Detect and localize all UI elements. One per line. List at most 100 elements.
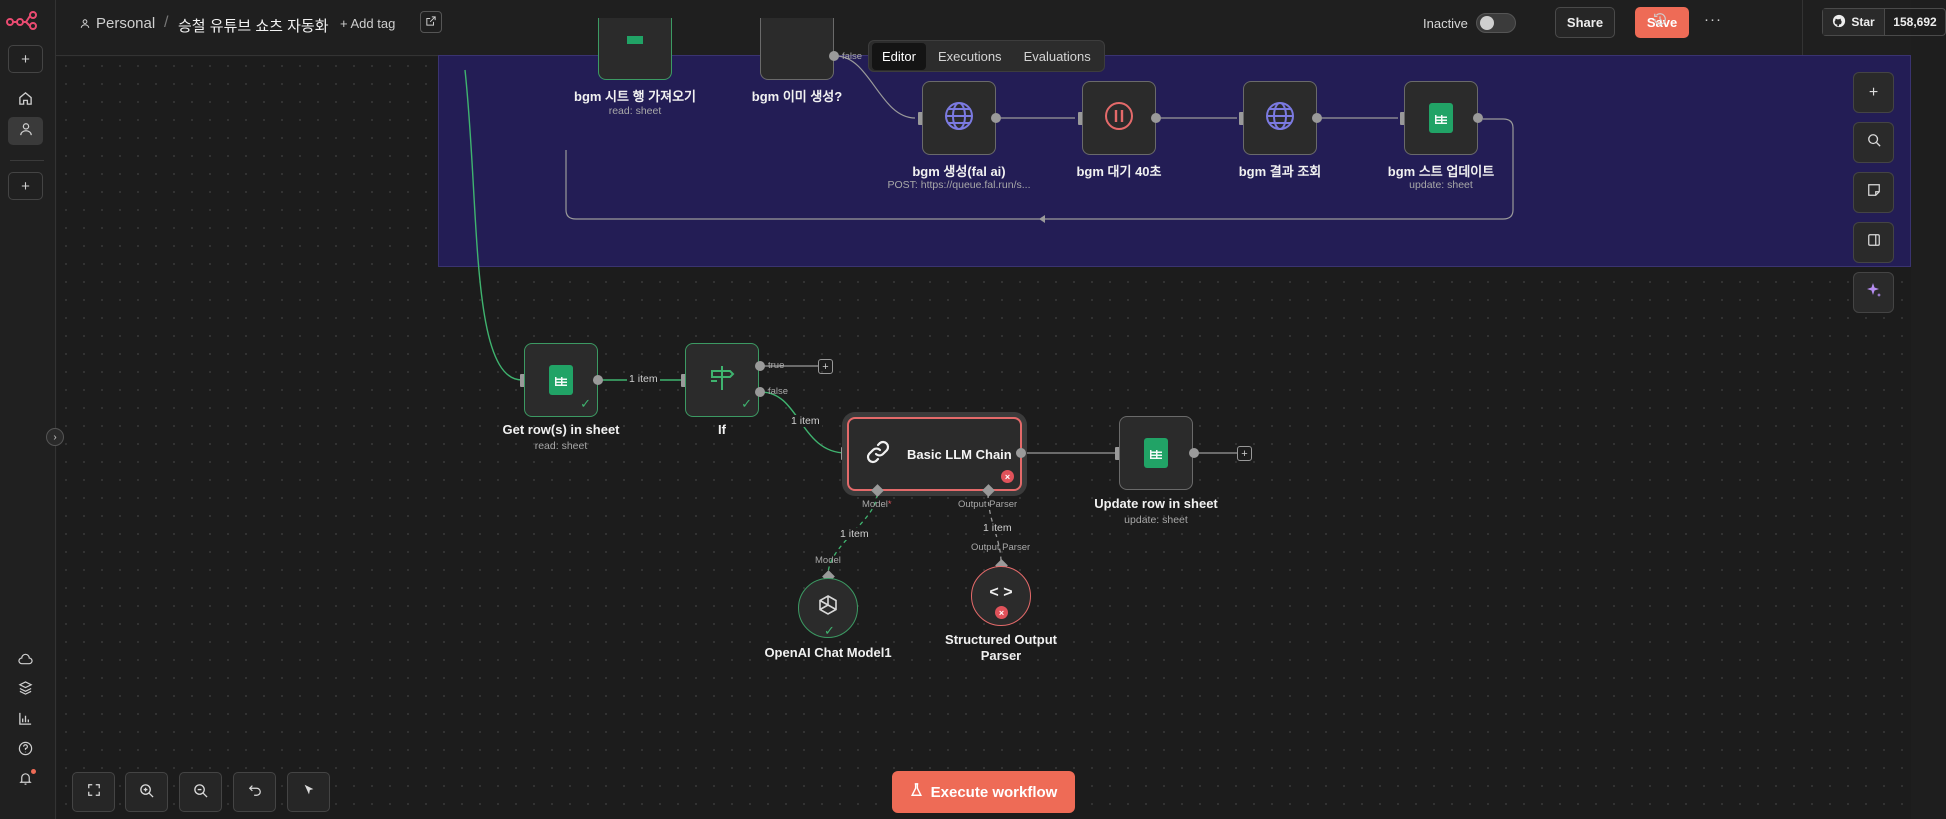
node-label: bgm 스트 업데이트 <box>1387 164 1495 179</box>
code-icon: < > <box>989 584 1013 601</box>
chevron-right-icon: › <box>53 431 57 443</box>
node-basic-llm-chain[interactable]: Basic LLM Chain × <box>847 417 1022 491</box>
github-star-count: 158,692 <box>1893 15 1937 29</box>
more-icon[interactable]: ··· <box>1704 11 1722 28</box>
undo-icon <box>248 783 262 801</box>
node-if[interactable]: ✓ <box>685 343 759 417</box>
input-handle[interactable] <box>1078 112 1084 125</box>
node-subtitle: read: sheet <box>608 105 662 117</box>
cloud-icon <box>18 652 33 669</box>
success-check-icon: ✓ <box>824 623 835 638</box>
insights-nav[interactable] <box>8 706 43 734</box>
add-node-button[interactable]: + <box>818 359 833 374</box>
tab-evaluations[interactable]: Evaluations <box>1023 48 1091 64</box>
input-handle[interactable] <box>1400 112 1406 125</box>
input-handle[interactable] <box>918 112 924 125</box>
ai-assistant-button[interactable] <box>1853 272 1894 313</box>
bell-icon <box>18 768 36 790</box>
zoom-to-fit-button[interactable] <box>72 772 115 812</box>
success-check-icon: ✓ <box>580 396 591 411</box>
left-sidebar: + + <box>0 0 56 819</box>
add-tag-button[interactable]: + Add tag <box>340 16 396 31</box>
tidy-up-button[interactable] <box>287 772 330 812</box>
edit-description-button[interactable] <box>420 11 442 33</box>
node-bgm-sheet-update[interactable] <box>1404 81 1478 155</box>
input-handle[interactable] <box>1115 447 1121 460</box>
node-update-row[interactable] <box>1119 416 1193 490</box>
tab-executions[interactable]: Executions <box>937 48 1002 64</box>
node-bgm-result[interactable] <box>1243 81 1317 155</box>
input-handle[interactable] <box>841 447 847 460</box>
breadcrumb-separator: / <box>164 14 169 31</box>
history-icon[interactable] <box>1653 12 1667 30</box>
edge-item-count: 1 item <box>981 522 1014 534</box>
help-nav[interactable] <box>8 736 43 764</box>
add-sticky-button[interactable] <box>1853 172 1894 213</box>
input-handle[interactable] <box>681 374 687 387</box>
workflow-title[interactable]: 승철 유튜브 쇼츠 자동화 <box>178 18 329 35</box>
share-button[interactable]: Share <box>1555 7 1615 38</box>
output-handle[interactable] <box>593 375 603 385</box>
notifications-nav[interactable] <box>8 766 43 794</box>
toggle-panel-button[interactable] <box>1853 222 1894 263</box>
globe-icon <box>1264 100 1296 137</box>
node-get-rows[interactable]: ✓ <box>524 343 598 417</box>
expand-sidebar-button[interactable]: › <box>46 428 64 446</box>
openai-icon <box>815 593 841 624</box>
node-bgm-sheet-read[interactable] <box>598 18 672 80</box>
github-star-label: Star <box>1851 15 1875 29</box>
active-status-label: Inactive <box>1423 16 1468 31</box>
input-handle[interactable] <box>1239 112 1245 125</box>
zoom-out-button[interactable] <box>179 772 222 812</box>
node-bgm-wait[interactable] <box>1082 81 1156 155</box>
execute-workflow-button[interactable]: Execute workflow <box>892 771 1075 813</box>
add-node-panel-button[interactable]: + <box>1853 72 1894 113</box>
output-handle[interactable] <box>1473 113 1483 123</box>
personal-nav[interactable] <box>8 117 43 145</box>
node-label: Basic LLM Chain <box>907 446 1012 462</box>
n8n-logo-icon[interactable] <box>6 10 38 30</box>
output-handle[interactable] <box>991 113 1001 123</box>
output-handle[interactable] <box>1016 448 1026 458</box>
cloud-admin-nav[interactable] <box>8 646 43 674</box>
node-bgm-image-if[interactable] <box>760 18 834 80</box>
node-openai-chat-model[interactable]: ✓ <box>798 578 858 638</box>
breadcrumb-project[interactable]: Personal <box>96 15 156 32</box>
overview-nav[interactable] <box>8 86 43 114</box>
tab-editor[interactable]: Editor <box>872 42 926 70</box>
output-handle[interactable] <box>1189 448 1199 458</box>
output-handle[interactable] <box>1312 113 1322 123</box>
true-output-handle[interactable] <box>755 361 765 371</box>
github-star-button[interactable]: Star <box>1823 9 1885 35</box>
node-label: Structured Output <box>945 632 1057 647</box>
search-nodes-button[interactable] <box>1853 122 1894 163</box>
external-edit-icon <box>426 15 436 29</box>
error-icon: × <box>1001 470 1014 483</box>
active-toggle[interactable] <box>1476 13 1516 33</box>
node-label: OpenAI Chat Model1 <box>764 645 892 660</box>
templates-nav[interactable] <box>8 676 43 704</box>
node-structured-output-parser[interactable]: < > × <box>971 566 1031 626</box>
ai-sparkle-icon <box>1865 281 1883 304</box>
github-star-widget[interactable]: Star 158,692 <box>1822 8 1946 36</box>
model-connector-label: Model* <box>862 499 892 510</box>
plus-icon: + <box>1241 447 1248 460</box>
create-button[interactable]: + <box>8 45 43 73</box>
output-handle[interactable] <box>1151 113 1161 123</box>
add-node-button[interactable]: + <box>1237 446 1252 461</box>
add-project-button[interactable]: + <box>8 172 43 200</box>
output-handle[interactable] <box>829 51 839 61</box>
node-bgm-generate[interactable] <box>922 81 996 155</box>
false-output-handle[interactable] <box>755 387 765 397</box>
true-branch-label: true <box>768 360 785 371</box>
zoom-in-button[interactable] <box>125 772 168 812</box>
edge-item-count: 1 item <box>789 415 822 427</box>
templates-icon <box>18 680 33 700</box>
link-chain-icon <box>863 437 893 472</box>
node-subtitle: update: sheet <box>1409 179 1473 191</box>
false-branch-label: false <box>768 386 789 397</box>
input-handle[interactable] <box>520 374 526 387</box>
undo-button[interactable] <box>233 772 276 812</box>
plus-icon: + <box>822 360 829 373</box>
save-button[interactable]: Save <box>1635 7 1689 38</box>
